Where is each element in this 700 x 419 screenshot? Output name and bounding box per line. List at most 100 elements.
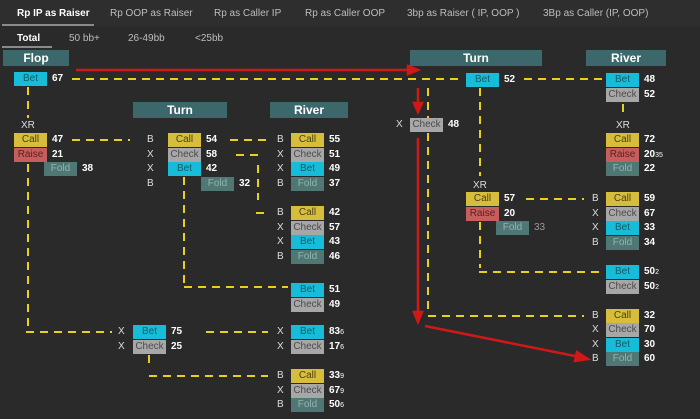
action-frequency: 49 xyxy=(329,162,340,176)
action-bet-node[interactable]: Bet xyxy=(291,162,324,176)
action-bet-node[interactable]: Bet xyxy=(466,73,499,87)
action-prefix: X xyxy=(147,149,154,160)
frequency-main: 50 xyxy=(329,399,341,410)
action-frequency: 33 xyxy=(644,221,655,235)
action-check-node[interactable]: Check xyxy=(291,148,324,162)
street-header-turn: Turn xyxy=(133,102,227,118)
action-fold-node[interactable]: Fold xyxy=(291,177,324,191)
action-bet-node[interactable]: Bet xyxy=(133,325,166,339)
action-fold-node[interactable]: Fold xyxy=(201,177,234,191)
action-check-node[interactable]: Check xyxy=(291,221,324,235)
subtab-50bb[interactable]: 50 bb+ xyxy=(69,33,100,44)
action-frequency: 46 xyxy=(329,250,340,264)
action-bet-node[interactable]: Bet xyxy=(291,283,324,297)
frequency-main: 49 xyxy=(329,299,341,310)
frequency-main: 57 xyxy=(504,193,516,204)
action-prefix: B xyxy=(147,134,154,145)
tab-rp-caller-oop[interactable]: Rp as Caller OOP xyxy=(305,8,386,19)
frequency-main: 42 xyxy=(206,163,218,174)
frequency-main: 47 xyxy=(52,134,64,145)
action-check-node[interactable]: Check xyxy=(291,340,324,354)
action-check-node[interactable]: Check xyxy=(168,148,201,162)
action-call-node[interactable]: Call xyxy=(291,133,324,147)
frequency-main: 54 xyxy=(206,134,218,145)
action-check-node[interactable]: Check xyxy=(133,340,166,354)
action-frequency: 42 xyxy=(206,162,217,176)
action-call-node[interactable]: Call xyxy=(466,192,499,206)
action-prefix: X xyxy=(592,222,599,233)
action-bet-node[interactable]: Bet xyxy=(291,325,324,339)
action-frequency: 75 xyxy=(171,325,182,339)
action-call-node[interactable]: Call xyxy=(168,133,201,147)
action-check-node[interactable]: Check xyxy=(410,118,443,132)
action-prefix: X xyxy=(592,208,599,219)
action-bet-node[interactable]: Bet xyxy=(606,221,639,235)
action-raise-node[interactable]: Raise xyxy=(606,148,639,162)
action-check-node[interactable]: Check xyxy=(291,298,324,312)
tab-rp-ip-raiser[interactable]: Rp IP as Raiser xyxy=(17,8,90,19)
action-frequency: 51 xyxy=(329,283,340,297)
action-fold-node[interactable]: Fold xyxy=(606,162,639,176)
action-fold-node[interactable]: Fold xyxy=(606,236,639,250)
frequency-main: 32 xyxy=(644,310,656,321)
frequency-main: 59 xyxy=(644,193,656,204)
action-frequency: 52 xyxy=(504,73,515,87)
action-bet-node[interactable]: Bet xyxy=(291,235,324,249)
action-frequency: 37 xyxy=(329,177,340,191)
action-frequency: 59 xyxy=(644,192,655,206)
action-frequency: 67 xyxy=(644,207,655,221)
active-subtab-indicator xyxy=(2,46,52,48)
action-bet-node[interactable]: Bet xyxy=(606,338,639,352)
action-raise-node[interactable]: Raise xyxy=(466,207,499,221)
action-prefix: B xyxy=(277,207,284,218)
action-bet-node[interactable]: Bet xyxy=(14,72,47,86)
action-frequency: 47 xyxy=(52,133,63,147)
action-fold-node[interactable]: Fold xyxy=(291,250,324,264)
action-fold-node[interactable]: Fold xyxy=(496,221,529,235)
action-call-node[interactable]: Call xyxy=(606,192,639,206)
action-fold-node[interactable]: Fold xyxy=(291,398,324,412)
frequency-sub: 2 xyxy=(655,269,660,276)
subtab-26-49bb[interactable]: 26-49bb xyxy=(128,33,165,44)
frequency-sub: 6 xyxy=(340,329,345,336)
frequency-main: 50 xyxy=(644,266,656,277)
action-frequency: 25 xyxy=(171,340,182,354)
action-call-node[interactable]: Call xyxy=(606,309,639,323)
subtab-25bb[interactable]: <25bb xyxy=(195,33,224,44)
action-prefix: X xyxy=(592,324,599,335)
action-call-node[interactable]: Call xyxy=(14,133,47,147)
action-frequency: 506 xyxy=(329,398,344,413)
action-fold-node[interactable]: Fold xyxy=(606,352,639,366)
frequency-main: 38 xyxy=(82,163,94,174)
tab-rp-oop-raiser[interactable]: Rp OOP as Raiser xyxy=(110,8,193,19)
subtab-total[interactable]: Total xyxy=(17,33,41,44)
action-fold-node[interactable]: Fold xyxy=(44,162,77,176)
action-raise-node[interactable]: Raise xyxy=(14,148,47,162)
tab-3bp-caller[interactable]: 3Bp as Caller (IP, OOP) xyxy=(543,8,649,19)
action-check-node[interactable]: Check xyxy=(291,384,324,398)
action-check-node[interactable]: Check xyxy=(606,323,639,337)
action-frequency: 20 xyxy=(504,207,515,221)
tab-3bp-raiser[interactable]: 3bp as Raiser ( IP, OOP ) xyxy=(407,8,520,19)
frequency-main: 33 xyxy=(644,222,656,233)
action-check-node[interactable]: Check xyxy=(606,280,639,294)
action-frequency: 52 xyxy=(644,88,655,102)
action-frequency: 836 xyxy=(329,325,344,340)
action-frequency: 32 xyxy=(644,309,655,323)
frequency-main: 43 xyxy=(329,236,341,247)
street-header-turn: Turn xyxy=(410,50,542,66)
frequency-main: 67 xyxy=(329,385,341,396)
action-check-node[interactable]: Check xyxy=(606,88,639,102)
action-call-node[interactable]: Call xyxy=(291,369,324,383)
action-prefix: X xyxy=(277,222,284,233)
action-bet-node[interactable]: Bet xyxy=(168,162,201,176)
action-check-node[interactable]: Check xyxy=(606,207,639,221)
action-bet-node[interactable]: Bet xyxy=(606,73,639,87)
action-bet-node[interactable]: Bet xyxy=(606,265,639,279)
tab-rp-caller-ip[interactable]: Rp as Caller IP xyxy=(214,8,282,19)
action-call-node[interactable]: Call xyxy=(606,133,639,147)
action-frequency: 42 xyxy=(329,206,340,220)
action-call-node[interactable]: Call xyxy=(291,206,324,220)
frequency-main: 57 xyxy=(329,222,341,233)
action-frequency: 32 xyxy=(239,177,250,191)
